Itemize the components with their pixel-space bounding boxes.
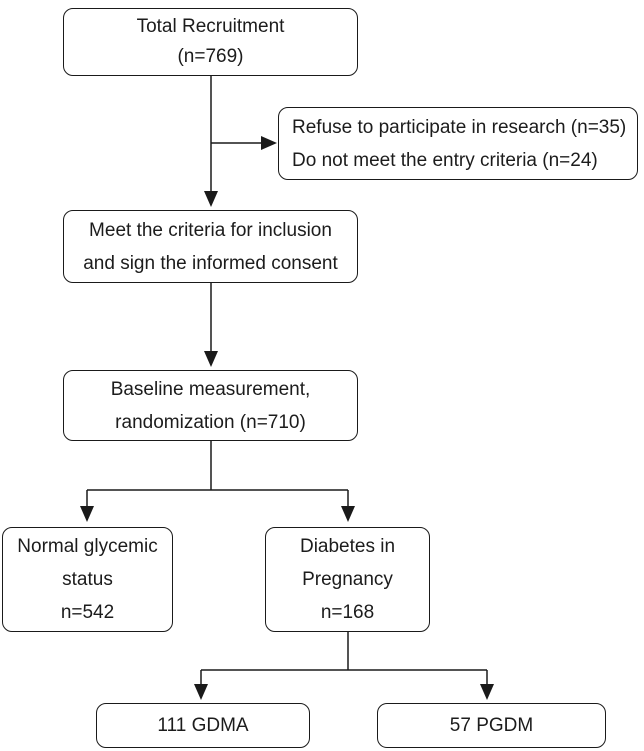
diabetes-count: n=168 xyxy=(320,602,375,623)
node-gdma: 111 GDMA xyxy=(96,703,310,748)
arrow-down-icon xyxy=(204,351,218,367)
excluded-criteria-label: Do not meet the entry criteria (n=24) xyxy=(292,149,598,171)
connector-diabetes-split xyxy=(194,632,494,700)
normal-glycemic-line1: Normal glycemic xyxy=(17,536,158,557)
node-excluded: Refuse to participate in research (n=35)… xyxy=(278,107,638,180)
arrow-down-icon xyxy=(341,506,355,522)
connector-branch-to-excluded xyxy=(211,136,277,150)
connector-total-to-meet xyxy=(204,76,218,207)
normal-glycemic-line2: status xyxy=(62,569,113,590)
arrow-down-icon xyxy=(480,684,494,700)
connector-baseline-split xyxy=(80,441,355,522)
excluded-refuse-label: Refuse to participate in research (n=35) xyxy=(292,116,627,138)
arrow-down-icon xyxy=(80,506,94,522)
pgdm-label: 57 PGDM xyxy=(449,715,534,736)
baseline-line2: randomization (n=710) xyxy=(115,411,306,433)
node-total-recruitment: Total Recruitment (n=769) xyxy=(63,8,358,76)
baseline-line1: Baseline measurement, xyxy=(110,378,311,400)
total-recruitment-label: Total Recruitment xyxy=(136,16,285,37)
meet-criteria-line2: and sign the informed consent xyxy=(83,252,338,274)
node-meet-criteria: Meet the criteria for inclusion and sign… xyxy=(63,210,358,283)
normal-glycemic-count: n=542 xyxy=(60,602,115,623)
arrow-down-icon xyxy=(194,684,208,700)
gdma-label: 111 GDMA xyxy=(157,715,249,736)
node-normal-glycemic: Normal glycemic status n=542 xyxy=(2,527,173,632)
diabetes-line2: Pregnancy xyxy=(302,569,393,590)
total-recruitment-count: (n=769) xyxy=(177,46,244,67)
arrow-down-icon xyxy=(204,191,218,207)
meet-criteria-line1: Meet the criteria for inclusion xyxy=(89,219,332,241)
diabetes-line1: Diabetes in xyxy=(299,536,396,557)
connector-meet-to-baseline xyxy=(204,283,218,367)
node-baseline-randomization: Baseline measurement, randomization (n=7… xyxy=(63,370,358,441)
node-pgdm: 57 PGDM xyxy=(377,703,606,748)
node-diabetes-in-pregnancy: Diabetes in Pregnancy n=168 xyxy=(265,527,430,632)
arrow-right-icon xyxy=(261,136,277,150)
